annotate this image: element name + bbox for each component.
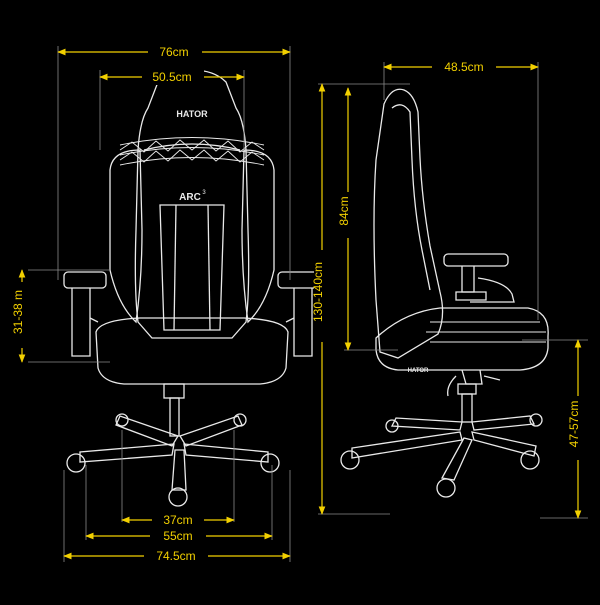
- label-depth: 48.5cm: [444, 60, 483, 74]
- front-view-chair: [63, 69, 321, 507]
- extension-lines: [28, 46, 588, 562]
- label-backrest-height: 84cm: [337, 196, 351, 225]
- label-base-width: 74.5cm: [156, 549, 195, 563]
- label-armrest-height: 31-38 m: [11, 290, 25, 334]
- dimension-lines: [18, 48, 582, 560]
- front-logo: HATOR: [176, 109, 208, 119]
- label-seat-height: 47-57cm: [567, 401, 581, 448]
- model-superscript: 3: [202, 190, 206, 196]
- label-total-width: 76cm: [159, 45, 188, 59]
- label-backrest-width: 50.5cm: [152, 70, 191, 84]
- label-seat-depth: 37cm: [163, 513, 192, 527]
- label-total-height: 130-140cm: [311, 262, 325, 322]
- side-view-chair: [340, 88, 549, 498]
- side-base-logo: HATOR: [408, 368, 429, 374]
- model-badge: ARC: [179, 192, 201, 203]
- label-seat-width: 55cm: [163, 529, 192, 543]
